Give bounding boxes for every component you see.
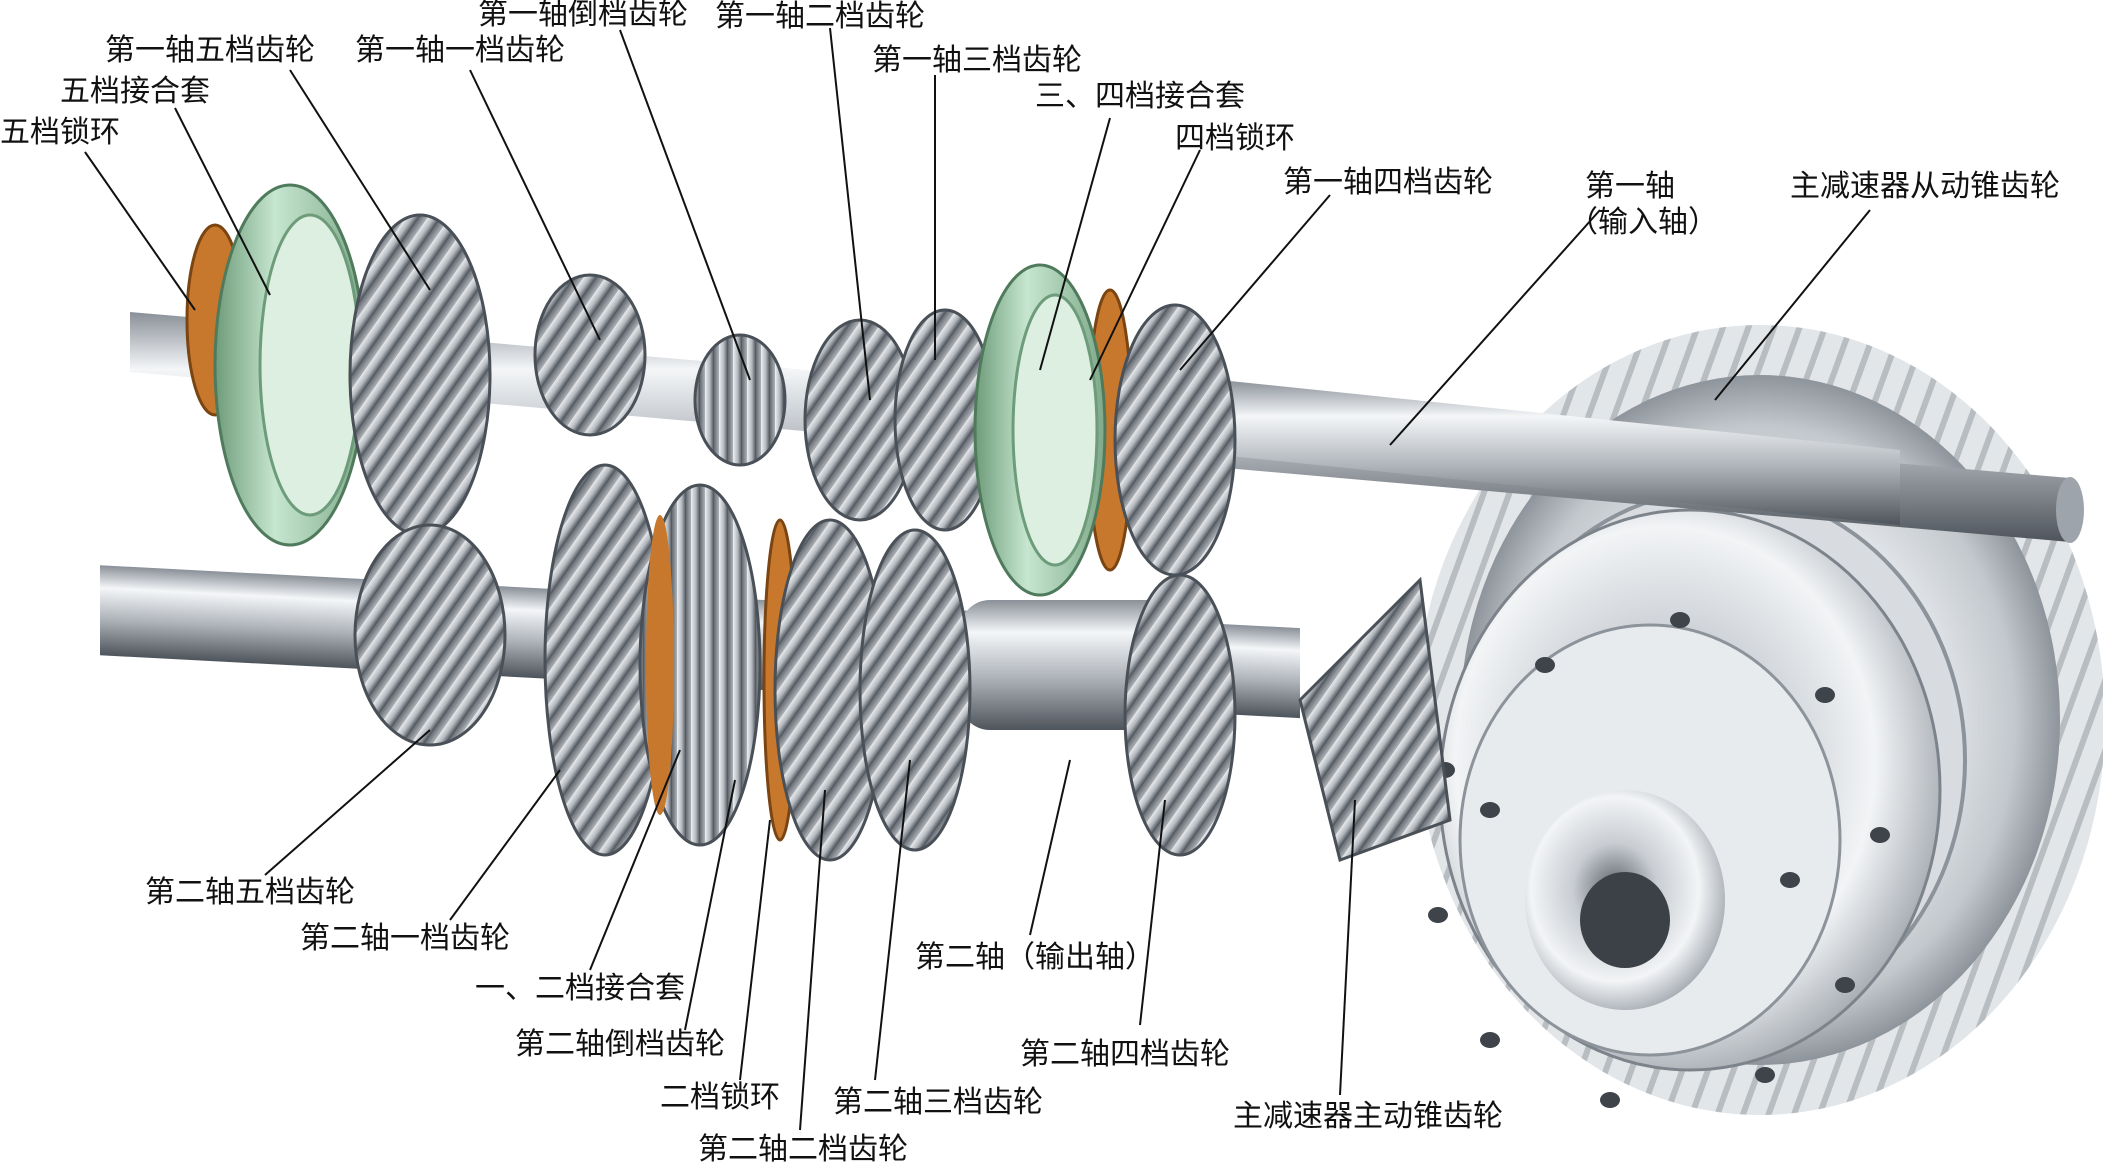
- shaft2-fourth-gear: [1123, 573, 1237, 857]
- final-drive-bevel-gear: [1298, 576, 1452, 862]
- label-shaft2: 第二轴（输出轴）: [915, 940, 1155, 975]
- leader-lines: [84, 27, 1871, 1131]
- label-first-second-sleeve: 一、二档接合套: [475, 971, 685, 1006]
- first-second-synchro-sleeve: [638, 483, 762, 847]
- label-shaft1-reverse-gear: 第一轴倒档齿轮: [478, 0, 688, 32]
- label-shaft2-fifth-gear: 第二轴五档齿轮: [145, 875, 355, 910]
- flange-bolt-holes: [1428, 612, 1890, 1108]
- label-fourth-lock-ring: 四档锁环: [1175, 121, 1295, 156]
- differential-flange: [1438, 508, 1942, 1072]
- label-final-drive-bevel: 主减速器主动锥齿轮: [1233, 1099, 1503, 1134]
- label-second-lock-ring: 二档锁环: [660, 1080, 780, 1115]
- label-third-fourth-sleeve: 三、四档接合套: [1035, 79, 1245, 114]
- shaft1-reverse-gear: [693, 333, 787, 467]
- label-shaft1-third-gear: 第一轴三档齿轮: [872, 43, 1082, 78]
- label-final-driven-bevel: 主减速器从动锥齿轮: [1790, 169, 2060, 204]
- shaft2-third-gear: [858, 528, 972, 852]
- fifth-synchro-sleeve: [213, 183, 367, 547]
- label-shaft2-reverse-gear: 第二轴倒档齿轮: [515, 1027, 725, 1062]
- third-fourth-synchro-sleeve: [973, 263, 1107, 597]
- shaft1-fourth-gear: [1113, 303, 1237, 577]
- label-shaft2-fourth-gear: 第二轴四档齿轮: [1020, 1037, 1230, 1072]
- label-shaft1: 第一轴: [1585, 169, 1675, 204]
- label-shaft1-fifth-gear: 第一轴五档齿轮: [105, 33, 315, 68]
- shaft2-fifth-gear: [353, 523, 507, 747]
- label-shaft2-first-gear: 第二轴一档齿轮: [300, 921, 510, 956]
- label-shaft1-second-gear: 第一轴二档齿轮: [715, 0, 925, 34]
- label-shaft1-fourth-gear: 第一轴四档齿轮: [1283, 165, 1493, 200]
- label-shaft1-first-gear: 第一轴一档齿轮: [355, 33, 565, 68]
- label-fifth-sleeve: 五档接合套: [60, 74, 210, 109]
- shaft1-first-gear: [533, 273, 647, 437]
- shaft1-fifth-gear: [348, 213, 492, 537]
- label-fifth-lock-ring: 五档锁环: [0, 115, 120, 150]
- label-shaft2-second-gear: 第二轴二档齿轮: [698, 1132, 908, 1167]
- label-shaft1-sub: （输入轴）: [1568, 205, 1718, 240]
- label-shaft2-third-gear: 第二轴三档齿轮: [833, 1085, 1043, 1120]
